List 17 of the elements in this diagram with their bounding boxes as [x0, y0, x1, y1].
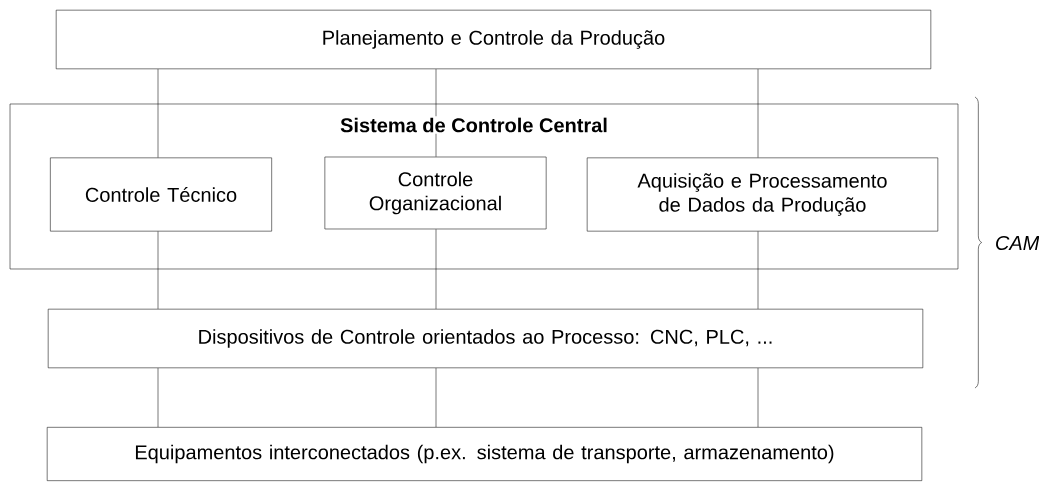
connector-line	[757, 231, 759, 310]
connector-line	[157, 68, 159, 158]
process-box: Controle Técnico	[50, 157, 272, 232]
connector-line	[157, 367, 159, 428]
process-box: Aquisição e Processamento de Dados da Produção	[586, 157, 939, 232]
connector-line	[435, 229, 437, 310]
connector-line	[157, 231, 159, 310]
group-heading: Sistema de Controle Central	[338, 116, 610, 134]
connector-line	[435, 367, 437, 428]
group-frame	[9, 103, 959, 270]
brace-label: CAM	[996, 235, 1039, 251]
connector-line	[757, 68, 759, 158]
process-box: Dispositivos de Controle orientados ao Processo: CNC, PLC, ...	[47, 308, 924, 369]
process-box: Controle Organizacional	[324, 156, 547, 230]
process-box: Equipamentos interconectados (p.ex. sistema de transporte, armazenamento)	[46, 427, 923, 481]
process-box: Planejamento e Controle da Produção	[55, 9, 932, 70]
connector-line	[757, 367, 759, 428]
